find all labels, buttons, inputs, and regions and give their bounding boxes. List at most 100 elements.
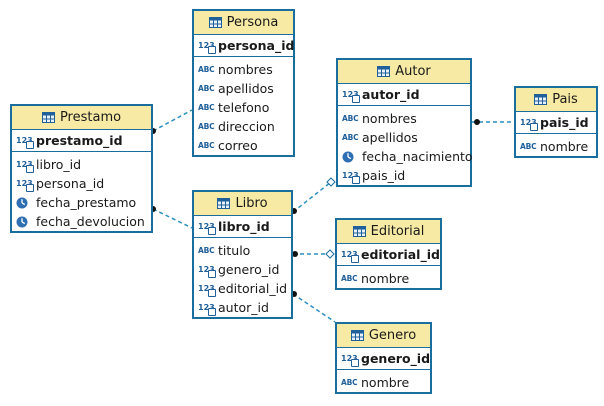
primary-key-label: autor_id xyxy=(362,87,420,102)
entity-name: Pais xyxy=(552,92,578,107)
numeric-type-label: 123 xyxy=(16,179,33,188)
attribute-row[interactable]: fecha_devolucion xyxy=(12,212,151,231)
key-badge-icon xyxy=(208,227,216,235)
numeric-type-icon: 123 xyxy=(198,39,216,54)
text-type-icon: ABC xyxy=(341,274,358,283)
numeric-type-icon: 123 xyxy=(198,263,216,278)
numeric-type-icon: 123 xyxy=(341,352,359,367)
attribute-label: fecha_nacimiento xyxy=(362,149,473,164)
numeric-type-icon: 123 xyxy=(342,88,360,103)
table-icon xyxy=(41,112,55,123)
attribute-label: apellidos xyxy=(362,130,418,145)
text-type-icon: ABC xyxy=(341,378,358,387)
table-icon xyxy=(534,94,548,105)
entity-header[interactable]: Persona xyxy=(194,11,293,35)
attribute-label: nombre xyxy=(361,375,410,390)
connector-libro-autor xyxy=(292,181,332,213)
table-icon xyxy=(377,66,391,77)
numeric-type-label: 123 xyxy=(341,354,358,363)
connector-libro-genero xyxy=(292,293,336,323)
relation-diamond xyxy=(325,249,335,259)
text-type-icon: ABC xyxy=(342,133,359,142)
entity-header[interactable]: Libro xyxy=(194,192,291,216)
entity-header[interactable]: Genero xyxy=(337,324,430,348)
key-badge-icon xyxy=(208,270,216,278)
numeric-type-label: 123 xyxy=(198,265,215,274)
numeric-type-icon: 123 xyxy=(198,220,216,235)
attribute-label: nombres xyxy=(218,62,273,77)
numeric-type-icon: 123 xyxy=(16,134,34,149)
text-type-icon: ABC xyxy=(520,142,537,151)
attribute-label: fecha_devolucion xyxy=(36,214,145,229)
entity-header[interactable]: Autor xyxy=(338,60,470,84)
attribute-label: nombre xyxy=(540,139,589,154)
entity-header[interactable]: Pais xyxy=(516,88,596,112)
numeric-type-label: 123 xyxy=(341,250,358,259)
entity-name: Autor xyxy=(395,64,431,79)
numeric-type-label: 123 xyxy=(198,222,215,231)
entity-header[interactable]: Prestamo xyxy=(12,106,151,130)
numeric-type-label: 123 xyxy=(520,118,537,127)
key-badge-icon xyxy=(351,359,359,367)
attribute-row[interactable]: fecha_prestamo xyxy=(12,193,151,212)
numeric-type-label: 123 xyxy=(342,90,359,99)
numeric-type-icon: 123 xyxy=(520,116,538,131)
entity-header[interactable]: Editorial xyxy=(337,220,440,244)
key-badge-icon xyxy=(530,123,538,131)
key-badge-icon xyxy=(352,176,360,184)
attribute-label: correo xyxy=(218,138,258,153)
attribute-label: pais_id xyxy=(362,168,406,183)
numeric-type-label: 123 xyxy=(342,171,359,180)
entity-name: Libro xyxy=(235,196,268,211)
numeric-type-icon: 123 xyxy=(16,177,34,192)
text-type-icon: ABC xyxy=(198,65,215,74)
primary-key-label: libro_id xyxy=(218,219,270,234)
table-icon xyxy=(352,226,366,237)
attribute-label: direccion xyxy=(218,119,275,134)
key-badge-icon xyxy=(26,184,34,192)
text-type-icon: ABC xyxy=(342,114,359,123)
table-icon xyxy=(217,198,231,209)
attribute-label: genero_id xyxy=(218,262,280,277)
entity-name: Genero xyxy=(368,328,417,343)
attribute-row[interactable]: fecha_nacimiento xyxy=(338,147,473,166)
